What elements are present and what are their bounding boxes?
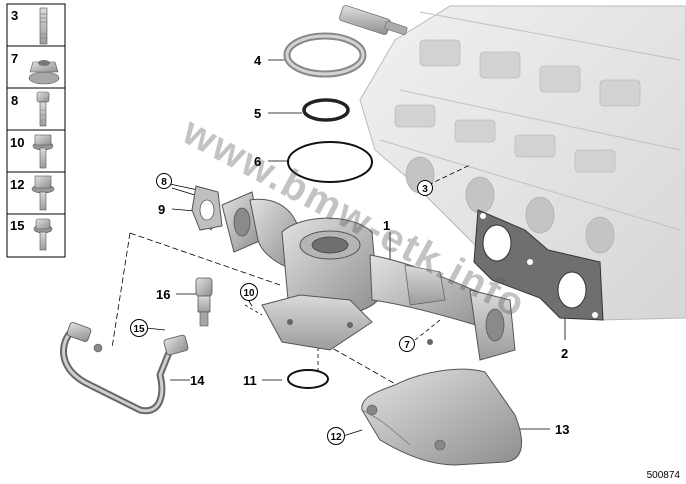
- short-bolt-icon: [33, 218, 53, 251]
- flange-nut-icon: [28, 60, 60, 85]
- seal-ring-small: [302, 98, 350, 122]
- callout-8: 8: [161, 177, 167, 188]
- callout-10: 10: [243, 288, 255, 299]
- callout-6: 6: [254, 154, 261, 169]
- callout-8-circle: 8: [156, 173, 172, 189]
- side-panel-number: 12: [10, 177, 24, 192]
- side-panel-number: 15: [10, 218, 24, 233]
- callout-12-circle: 12: [327, 427, 345, 445]
- temperature-sensor: [195, 277, 213, 327]
- heat-shield: [361, 368, 523, 466]
- socket-bolt-icon: [36, 91, 50, 127]
- exhaust-gasket: [473, 209, 604, 321]
- callout-1: 1: [383, 218, 390, 233]
- o-ring-bottom: [287, 369, 329, 389]
- callout-16: 16: [156, 287, 170, 302]
- callout-12: 12: [330, 432, 342, 443]
- stud-bolt-icon: [39, 7, 48, 45]
- callout-4: 4: [254, 53, 262, 68]
- flange-gasket-small: [191, 185, 223, 231]
- cylinder-head: [359, 5, 686, 321]
- side-panel-number: 7: [11, 51, 18, 66]
- callouts: 1 2 4 5 6 9 11 13 14 16 3 7 8 10 12: [130, 53, 569, 445]
- exhaust-manifold: [221, 191, 516, 361]
- callout-13: 13: [555, 422, 569, 437]
- pressure-pipe: [60, 322, 189, 415]
- callout-7: 7: [404, 340, 410, 351]
- side-panel-number: 10: [10, 135, 24, 150]
- callout-10-circle: 10: [240, 283, 258, 301]
- callout-14: 14: [190, 373, 205, 388]
- flange-bolt-icon: [31, 175, 55, 211]
- v-band-clamp: [283, 5, 408, 78]
- callout-5: 5: [254, 106, 261, 121]
- callout-2: 2: [561, 346, 568, 361]
- o-ring-large: [287, 141, 373, 183]
- small-parts-panel: 3 7 8 10: [6, 3, 66, 258]
- side-panel-number: 3: [11, 8, 18, 23]
- callout-15: 15: [133, 324, 145, 335]
- callout-3: 3: [422, 184, 428, 195]
- callout-11: 11: [243, 373, 257, 388]
- callout-9: 9: [158, 202, 165, 217]
- side-panel-number: 8: [11, 93, 18, 108]
- callout-7-circle: 7: [399, 336, 415, 352]
- callout-15-circle: 15: [130, 319, 148, 337]
- callout-3-circle: 3: [417, 180, 433, 196]
- hex-bolt-icon: [32, 134, 54, 169]
- diagram-reference-number: 500874: [647, 470, 681, 481]
